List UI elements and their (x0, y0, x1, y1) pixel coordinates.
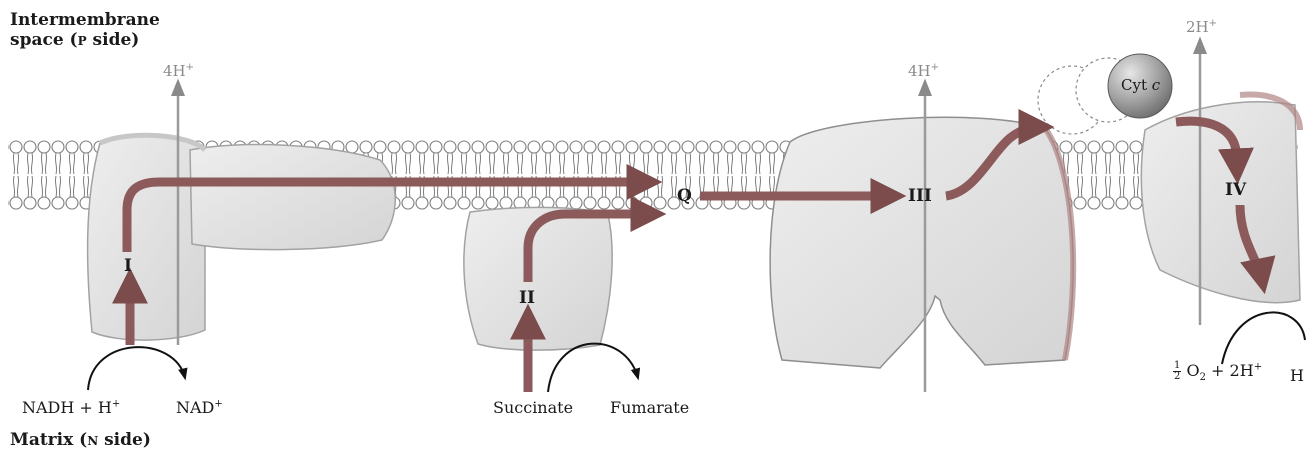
complex-iv-label: IV (1225, 180, 1246, 200)
nad-label: NAD+ (176, 398, 223, 417)
nadh-label: NADH + H+ (22, 398, 120, 417)
proton-label-complex-iii: 4H+ (908, 62, 939, 80)
succinate-arc (548, 344, 638, 392)
complex-i-label: I (124, 256, 132, 276)
intermembrane-label-line2: space (p side) (10, 30, 160, 50)
reaction-arcs (88, 312, 1305, 392)
succinate-label: Succinate (493, 398, 573, 417)
o2-arc (1222, 312, 1305, 364)
water-label: H (1290, 366, 1304, 385)
proton-label-complex-iv: 2H+ (1186, 18, 1217, 36)
proton-label-complex-i: 4H+ (163, 62, 194, 80)
nadh-arc (88, 347, 185, 390)
matrix-label: Matrix (n side) (10, 430, 151, 450)
intermembrane-label: Intermembrane space (p side) (10, 10, 160, 50)
intermembrane-label-line1: Intermembrane (10, 10, 160, 30)
complex-iii (770, 117, 1073, 368)
cyt-c-label: Cyt c (1121, 76, 1160, 94)
complex-iii-label: III (908, 186, 932, 206)
ubiquinone-label: Q (677, 186, 692, 206)
complex-ii-label: II (519, 288, 535, 308)
fumarate-label: Fumarate (610, 398, 689, 417)
